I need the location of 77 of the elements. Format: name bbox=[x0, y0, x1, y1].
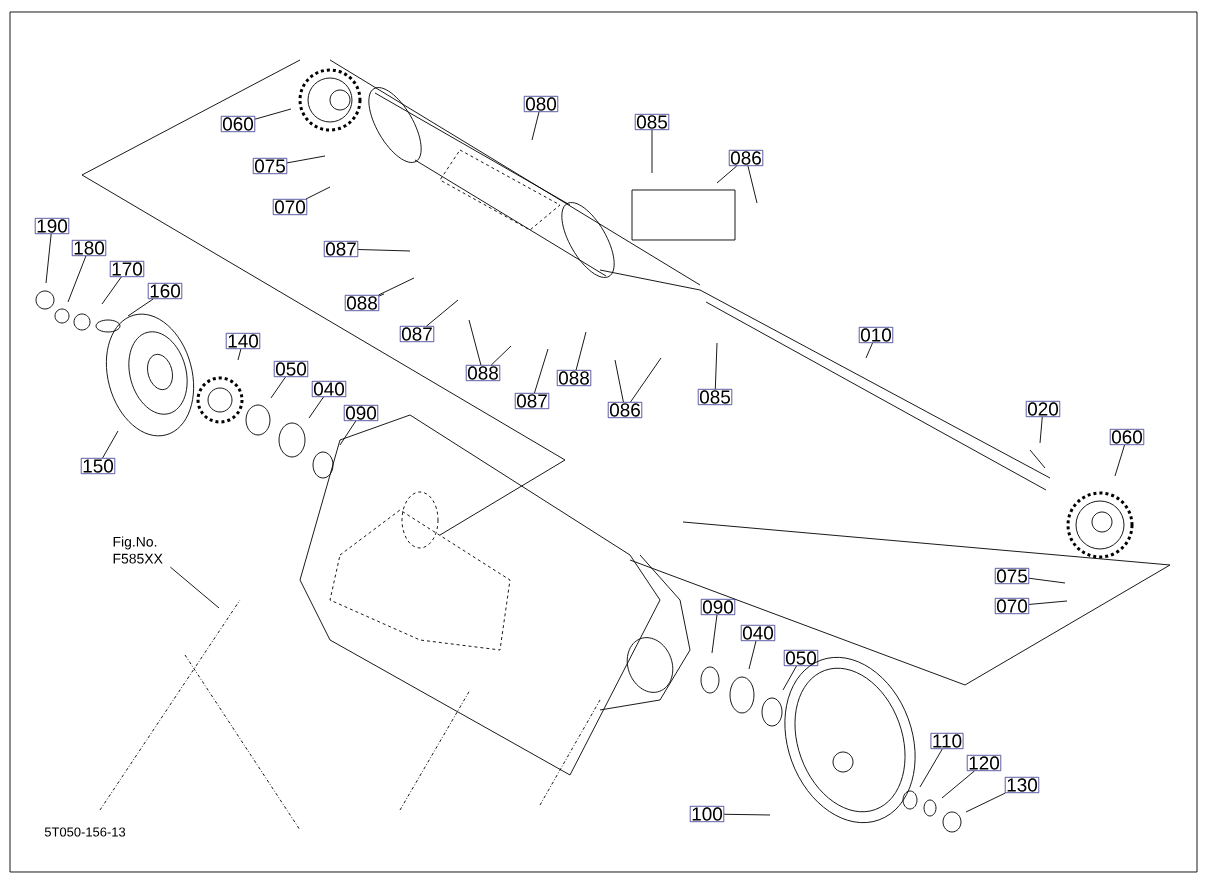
callout-number: 088 bbox=[344, 294, 380, 312]
leader-line bbox=[378, 277, 415, 296]
callout-number: 087 bbox=[514, 392, 550, 410]
leader-line bbox=[614, 359, 624, 403]
callout-number: 070 bbox=[272, 198, 308, 216]
callout-number: 086 bbox=[607, 401, 643, 419]
callout-number: 160 bbox=[147, 282, 183, 300]
callout-number: 088 bbox=[465, 364, 501, 382]
leader-line bbox=[1028, 577, 1066, 584]
callout-number: 120 bbox=[966, 754, 1002, 772]
leader-line bbox=[101, 276, 122, 305]
leader-line bbox=[169, 566, 220, 609]
leader-line bbox=[747, 165, 758, 204]
leader-line bbox=[286, 155, 326, 164]
leader-line bbox=[919, 748, 943, 788]
leader-line bbox=[865, 342, 873, 359]
callout-number: 040 bbox=[740, 624, 776, 642]
leader-line bbox=[67, 255, 87, 303]
callout-number: 075 bbox=[252, 157, 288, 175]
callout-number: 140 bbox=[225, 332, 261, 350]
leader-line bbox=[357, 249, 411, 252]
callout-number: 170 bbox=[109, 260, 145, 278]
callout-number: 088 bbox=[556, 369, 592, 387]
callout-number: 090 bbox=[700, 598, 736, 616]
leader-line bbox=[468, 319, 482, 366]
leader-line bbox=[941, 770, 975, 799]
leader-line bbox=[1039, 416, 1043, 444]
callout-number: 100 bbox=[689, 805, 725, 823]
leader-line bbox=[426, 299, 459, 327]
leader-line bbox=[308, 396, 324, 419]
leader-line bbox=[102, 430, 119, 459]
callout-number: 050 bbox=[273, 360, 309, 378]
callout-number: 050 bbox=[783, 649, 819, 667]
callout-number: 085 bbox=[634, 113, 670, 131]
callout-number: 040 bbox=[311, 380, 347, 398]
leader-line bbox=[1028, 600, 1068, 605]
callout-number: 085 bbox=[697, 388, 733, 406]
callout-number: 180 bbox=[71, 239, 107, 257]
callout-number: 020 bbox=[1025, 400, 1061, 418]
leader-line bbox=[378, 293, 385, 297]
callout-number: 070 bbox=[994, 597, 1030, 615]
callout-number: 087 bbox=[323, 240, 359, 258]
callout-number: 086 bbox=[728, 149, 764, 167]
leader-line bbox=[45, 233, 52, 284]
callout-number: 190 bbox=[34, 217, 70, 235]
leader-line bbox=[490, 345, 512, 366]
leader-line bbox=[716, 165, 738, 184]
leader-line bbox=[237, 348, 242, 361]
leader-line bbox=[714, 342, 718, 390]
leader-line bbox=[254, 108, 292, 120]
callout-number: 075 bbox=[994, 567, 1030, 585]
leader-line bbox=[630, 357, 662, 403]
callout-number: 060 bbox=[220, 115, 256, 133]
callout-number: 087 bbox=[399, 325, 435, 343]
leader-line bbox=[305, 186, 331, 200]
callout-number: 090 bbox=[343, 404, 379, 422]
callout-number: 110 bbox=[930, 732, 964, 750]
callout-number: 010 bbox=[858, 326, 894, 344]
leader-line bbox=[723, 813, 771, 816]
callout-number: 080 bbox=[523, 95, 559, 113]
callout-number: 060 bbox=[1109, 428, 1145, 446]
leader-line bbox=[339, 420, 357, 446]
leader-line bbox=[711, 614, 718, 654]
leader-line bbox=[531, 111, 540, 141]
drawing-number: 5T050-156-13 bbox=[44, 827, 126, 837]
callout-number: 130 bbox=[1004, 776, 1040, 794]
leader-line bbox=[127, 298, 154, 317]
leader-line bbox=[1114, 444, 1125, 477]
leader-line bbox=[748, 640, 757, 670]
figure-reference: Fig.No. F585XX bbox=[113, 536, 163, 564]
leader-line bbox=[575, 331, 587, 371]
leader-line bbox=[965, 792, 1006, 813]
callout-number: 150 bbox=[80, 457, 116, 475]
leader-line bbox=[651, 129, 653, 174]
leader-line bbox=[534, 348, 549, 394]
leader-line bbox=[270, 376, 286, 399]
leader-line bbox=[782, 665, 797, 691]
